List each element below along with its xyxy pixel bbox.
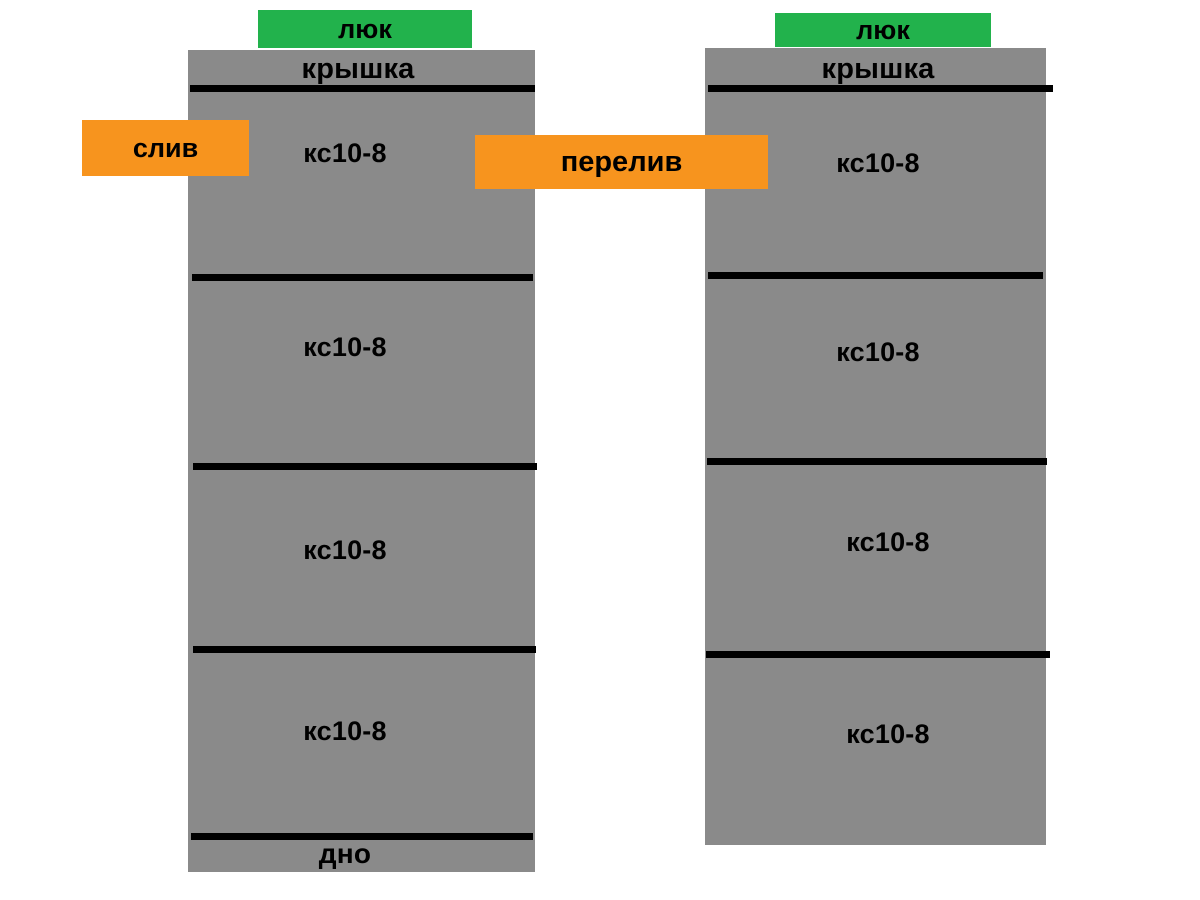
tank-left-seam-2 — [193, 463, 537, 470]
tank-right-label-ring-1: кс10-8 — [836, 148, 920, 178]
overflow-pipe-callout: перелив — [475, 135, 768, 189]
tank-right-seam-2 — [707, 458, 1047, 465]
tank-left-seam-bottom — [191, 833, 533, 840]
tank-right-seam-cover — [708, 85, 1053, 92]
tank-left-seam-1 — [192, 274, 533, 281]
tank-right-label-ring-4: кс10-8 — [846, 719, 930, 749]
tank-right-seam-1 — [708, 272, 1043, 279]
tank-left-seam-cover — [190, 85, 535, 92]
tank-left-label-ring-2: кс10-8 — [303, 332, 387, 362]
tank-right-label-ring-3: кс10-8 — [846, 527, 930, 557]
hatch-callout-left: люк — [258, 10, 472, 48]
tank-right-label-ring-2: кс10-8 — [836, 337, 920, 367]
tank-left-label-ring-3: кс10-8 — [303, 535, 387, 565]
tank-right-label-cover: крышка — [821, 53, 935, 85]
hatch-callout-right: люк — [775, 13, 991, 47]
tank-left-label-ring-1: кс10-8 — [303, 138, 387, 168]
tank-left-seam-3 — [193, 646, 536, 653]
tank-left-label-ring-4: кс10-8 — [303, 716, 387, 746]
tank-right-seam-3 — [706, 651, 1050, 658]
tank-left-label-cover: крышка — [301, 53, 415, 85]
drain-pipe-callout: слив — [82, 120, 249, 176]
tank-left-label-bottom: дно — [318, 838, 372, 869]
